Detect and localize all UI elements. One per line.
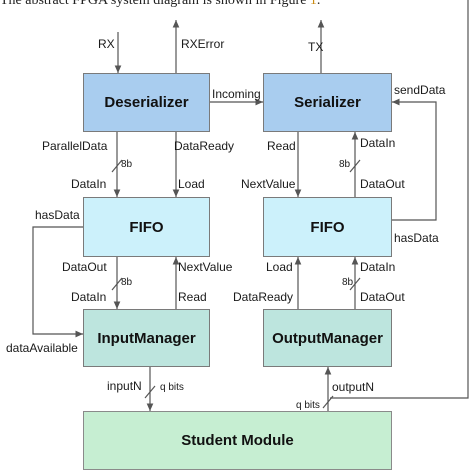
- input-manager-label: InputManager: [97, 329, 196, 347]
- w3-slash: [111, 277, 123, 291]
- w4-slash: [349, 277, 361, 291]
- data-out-fifo-left-label: DataOut: [62, 260, 107, 274]
- parallel-data-label: ParallelData: [42, 139, 108, 153]
- output-n-label: outputN: [332, 380, 375, 394]
- w1-slash: [111, 159, 123, 173]
- data-in-fifo-left-label: DataIn: [71, 177, 107, 191]
- tx-label: TX: [308, 40, 324, 54]
- output-manager-label: OutputManager: [272, 329, 383, 347]
- figure-caption: The abstract FPGA system diagram is show…: [0, 0, 320, 9]
- send-data-label: sendData: [394, 83, 446, 97]
- next-value-fifo-left-label: NextValue: [178, 260, 233, 274]
- q-bits-in-label: q bits: [160, 382, 184, 393]
- output-manager-block[interactable]: OutputManager: [263, 309, 392, 367]
- student-module-right-line: [330, 0, 469, 399]
- figure-reference-link[interactable]: 1: [309, 0, 317, 8]
- next-value-fifo-right-label: NextValue: [241, 177, 296, 191]
- has-data-left-label: hasData: [35, 208, 80, 222]
- send-data-loop: [392, 98, 437, 221]
- student-module-label: Student Module: [181, 432, 294, 449]
- serializer-block[interactable]: Serializer: [263, 73, 392, 132]
- data-out-fifo-right-top-label: DataOut: [360, 177, 405, 191]
- data-in-serializer-label: DataIn: [360, 136, 396, 150]
- load-fifo-left-label: Load: [178, 177, 205, 191]
- serializer-label: Serializer: [294, 94, 361, 111]
- caption-end: .: [316, 0, 321, 8]
- fifo-left-label: FIFO: [129, 218, 164, 236]
- w4-label: 8b: [342, 277, 354, 288]
- fifo-right-label: FIFO: [310, 218, 345, 236]
- deserializer-label: Deserializer: [104, 94, 189, 111]
- read-serializer-label: Read: [267, 139, 296, 153]
- load-fifo-right-label: Load: [266, 260, 293, 274]
- read-input-manager-label: Read: [178, 290, 207, 304]
- rx-error-label: RXError: [181, 37, 225, 51]
- data-out-output-manager-label: DataOut: [360, 290, 405, 304]
- fifo-left-block[interactable]: FIFO: [83, 197, 210, 257]
- fifo-right-block[interactable]: FIFO: [263, 197, 392, 257]
- w1-label: 8b: [121, 159, 133, 170]
- student-module-block[interactable]: Student Module: [83, 411, 392, 470]
- caption-text: The abstract FPGA system diagram is show…: [0, 0, 310, 8]
- w2-label: 8b: [339, 159, 351, 170]
- incoming-label: Incoming: [212, 87, 261, 101]
- w3-label: 8b: [121, 277, 133, 288]
- data-ready-deser-label: DataReady: [174, 139, 235, 153]
- q-bits-out-label: q bits: [296, 400, 320, 411]
- input-n-label: inputN: [107, 379, 142, 393]
- data-available-label: dataAvailable: [6, 341, 78, 355]
- deserializer-block[interactable]: Deserializer: [83, 73, 210, 132]
- rx-label: RX: [98, 37, 115, 51]
- has-data-left-loop: [32, 226, 83, 338]
- q-bits-in-slash: [144, 385, 156, 399]
- data-ready-output-manager-label: DataReady: [233, 290, 294, 304]
- has-data-right-label: hasData: [394, 231, 439, 245]
- w2-slash: [349, 159, 361, 173]
- input-manager-block[interactable]: InputManager: [83, 309, 210, 367]
- data-in-fifo-right-label: DataIn: [360, 260, 396, 274]
- data-in-input-manager-label: DataIn: [71, 290, 107, 304]
